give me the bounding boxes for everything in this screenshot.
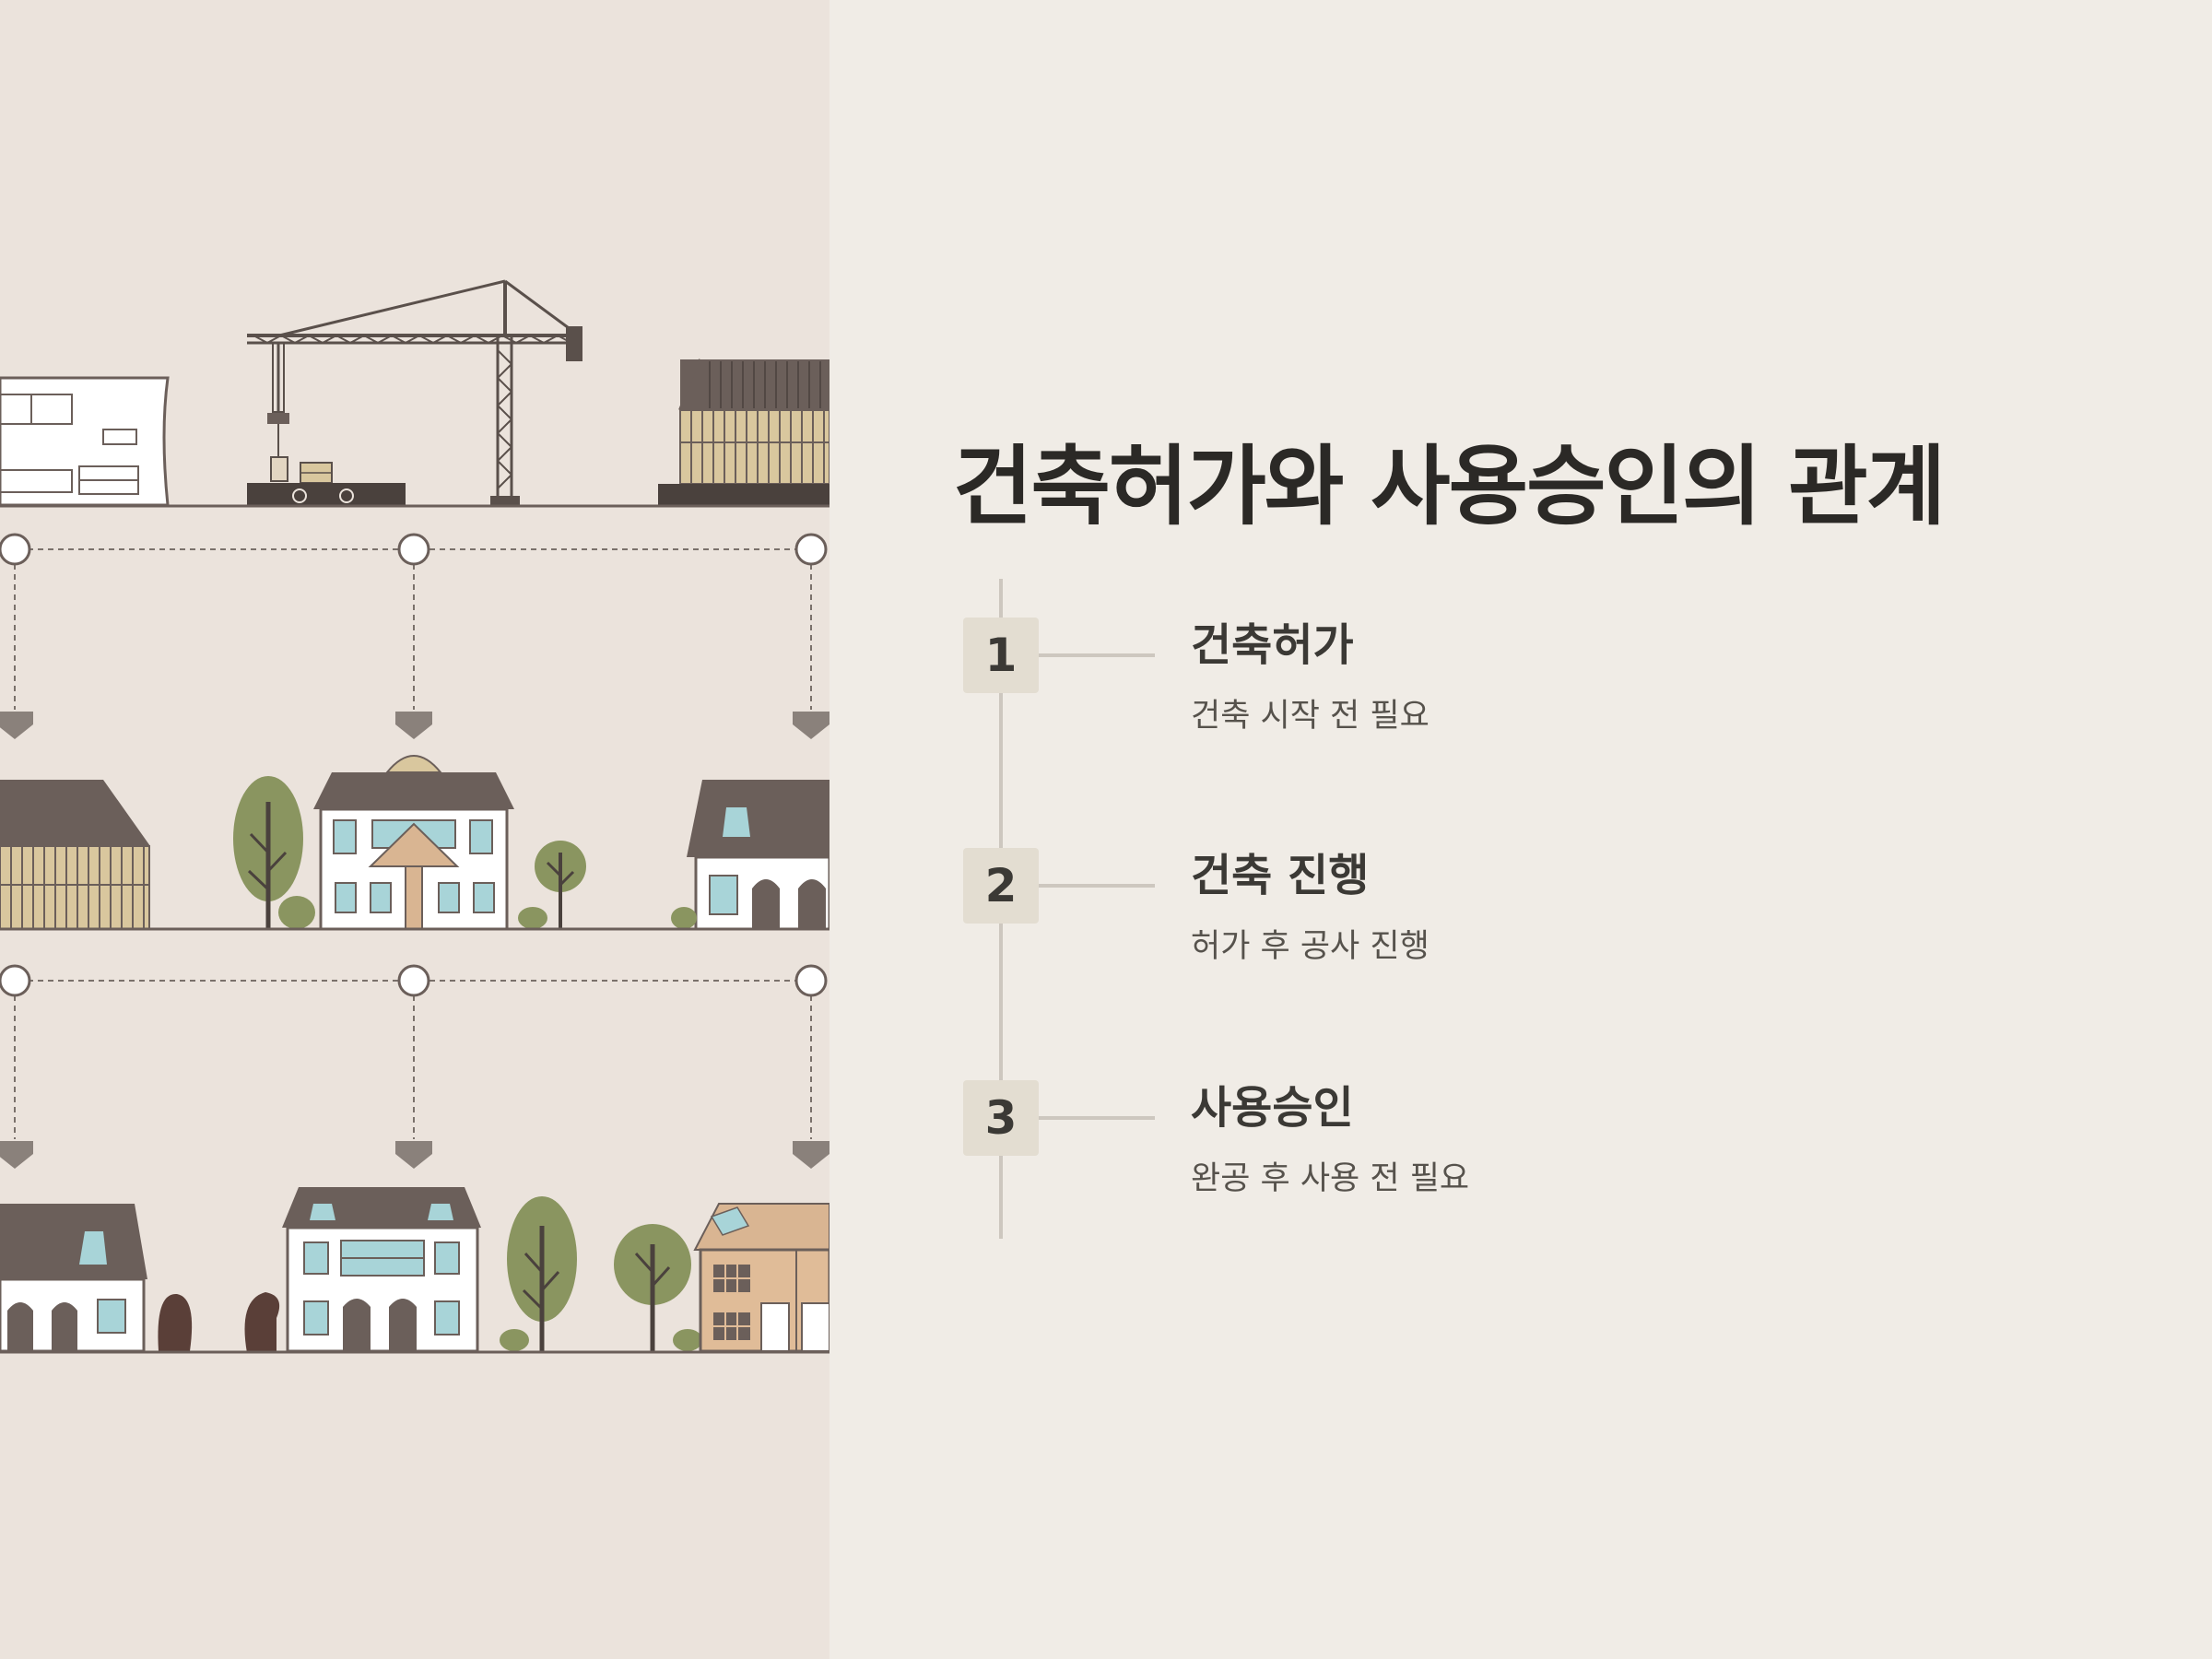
step-number-badge: 1 <box>963 618 1039 693</box>
connector-row-2 <box>14 980 812 1139</box>
step-number-badge: 2 <box>963 848 1039 924</box>
connector-nodes-2 <box>0 964 828 997</box>
tall-tree-icon <box>500 1196 577 1351</box>
timber-building-icon <box>658 359 830 505</box>
arrow-down-icons-2 <box>0 1141 830 1169</box>
tree-icon <box>233 776 315 929</box>
construction-row <box>0 279 830 508</box>
house-right-icon <box>671 780 830 931</box>
progress-row <box>0 755 830 931</box>
step-connector <box>1039 884 1155 888</box>
round-tree-icon <box>614 1224 702 1351</box>
step-number-badge: 3 <box>963 1080 1039 1156</box>
arrow-down-icons-1 <box>0 712 830 739</box>
illustration-graphic <box>0 279 830 1354</box>
content-panel: 건축허가와 사용승인의 관계 1 건축허가 건축 시작 전 필요 2 건축 진행… <box>830 0 2212 1659</box>
step-description: 완공 후 사용 전 필요 <box>1191 1160 1470 1197</box>
timber-house-icon <box>0 780 150 930</box>
completed-house-right-icon <box>693 1203 830 1353</box>
connector-row-1 <box>14 548 812 710</box>
step-connector <box>1039 1116 1155 1120</box>
connector-nodes-1 <box>0 533 828 566</box>
step-description: 건축 시작 전 필요 <box>1191 698 1430 735</box>
step-title: 건축 진행 <box>1191 850 1370 901</box>
step-1: 1 건축허가 건축 시작 전 필요 <box>830 618 2212 802</box>
step-description: 허가 후 공사 진행 <box>1191 928 1430 965</box>
step-connector <box>1039 653 1155 657</box>
page-title: 건축허가와 사용승인의 관계 <box>953 437 1946 537</box>
building-process-illustration <box>0 0 830 1659</box>
step-title: 사용승인 <box>1191 1082 1354 1134</box>
completed-house-center-icon <box>244 1187 481 1353</box>
step-3: 3 사용승인 완공 후 사용 전 필요 <box>830 1080 2212 1265</box>
step-title: 건축허가 <box>1191 619 1354 671</box>
prefab-building-icon <box>0 376 170 507</box>
completed-house-left-icon <box>0 1204 193 1353</box>
main-house-icon <box>313 755 514 931</box>
tower-crane-icon <box>247 279 582 505</box>
completed-row <box>0 1187 830 1354</box>
step-2: 2 건축 진행 허가 후 공사 진행 <box>830 848 2212 1032</box>
small-tree-icon <box>518 841 586 929</box>
